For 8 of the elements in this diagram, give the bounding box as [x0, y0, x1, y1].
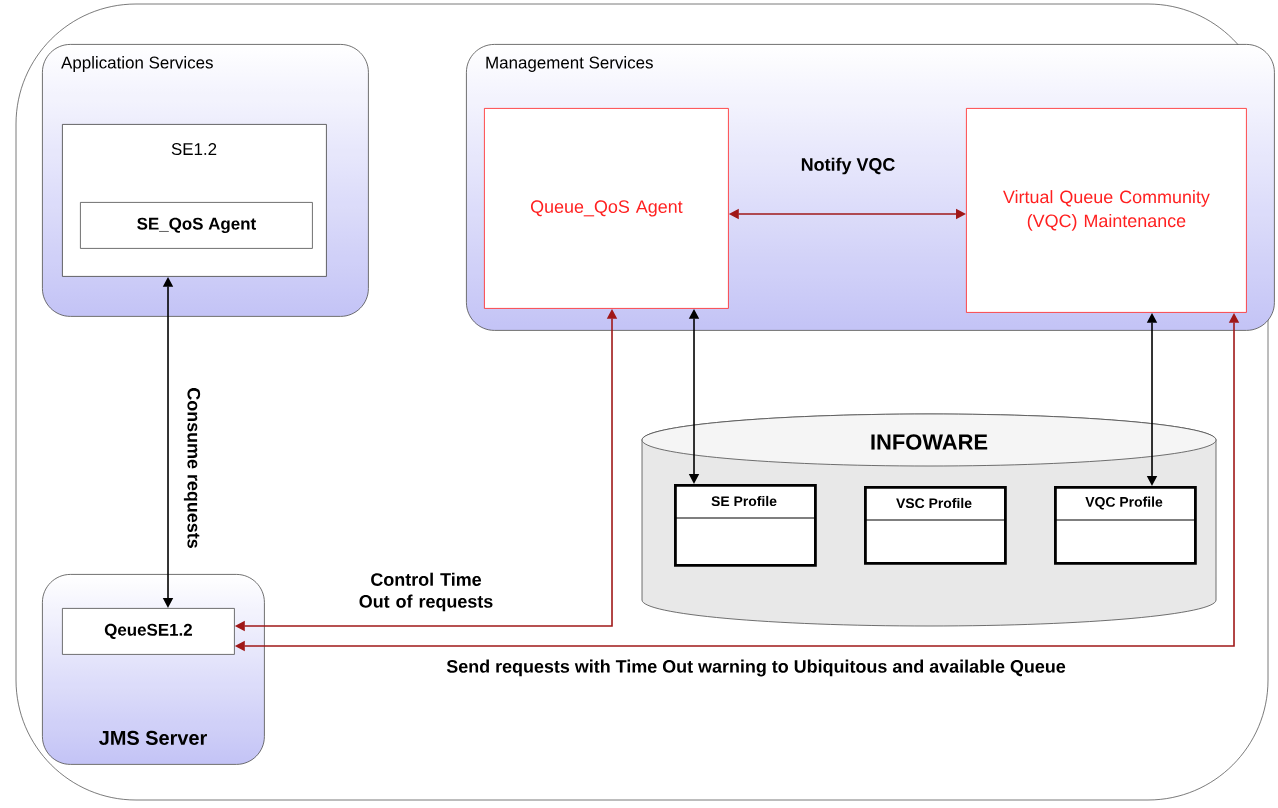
service-box: Virtual Queue Community (VQC) Maintenance	[966, 108, 1247, 313]
edge-label: Consume requests	[183, 388, 201, 548]
edge-label: Send requests with Time Out warning to Ubiquitous and available Queue	[446, 659, 1066, 677]
edge-label: Control Time Out of requests	[359, 572, 493, 612]
edge-label: Notify VQC	[801, 157, 895, 175]
component-box: SE_QoS Agent	[80, 202, 313, 249]
service-box: Queue_QoS Agent	[484, 108, 729, 309]
component-box: QeueSE1.2	[62, 608, 235, 655]
